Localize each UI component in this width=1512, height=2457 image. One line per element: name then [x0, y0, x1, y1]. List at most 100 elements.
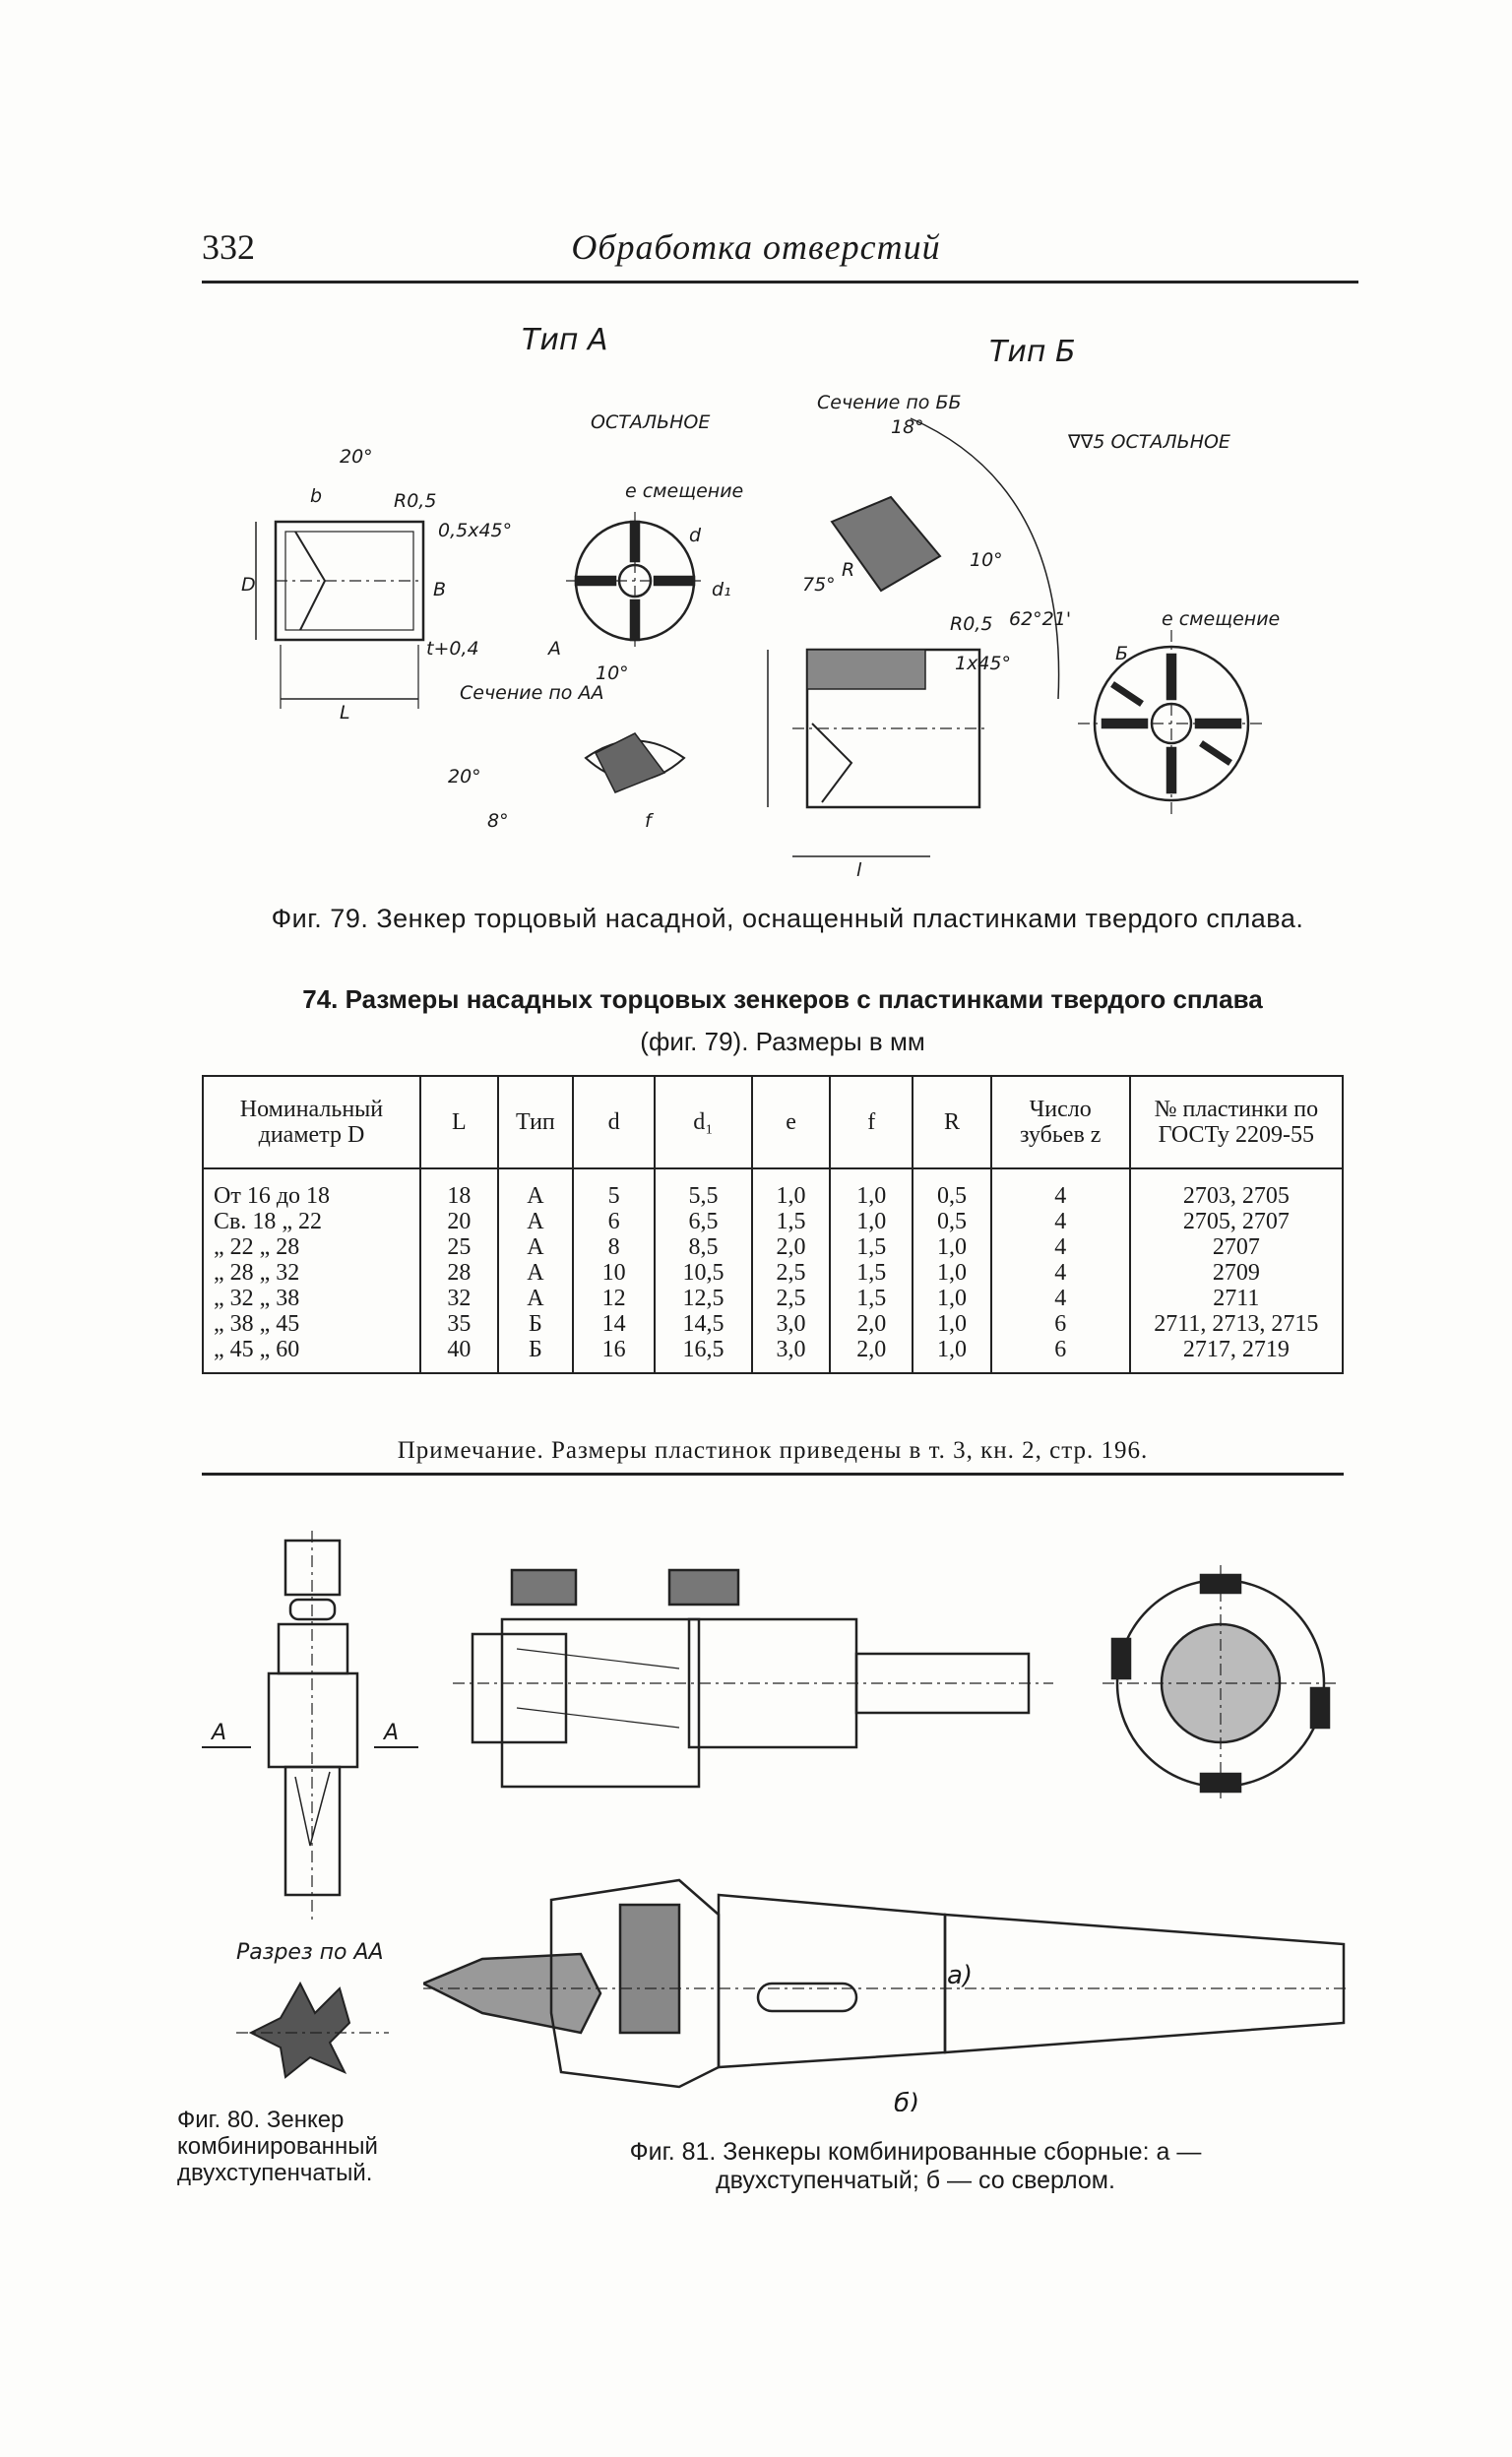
table-cell: 25 [447, 1234, 472, 1260]
table-cell: 2705, 2707 [1182, 1209, 1290, 1234]
table-cell: „ 32 „ 38 [214, 1286, 300, 1311]
table-cell: 8 [607, 1234, 620, 1260]
table-cell: 4 [1054, 1260, 1067, 1286]
table-cell: „ 38 „ 45 [214, 1311, 300, 1337]
dim-d1: d₁ [712, 579, 731, 600]
dim-18deg: 18° [891, 416, 924, 438]
table-header-row: Номинальный диаметр D L Тип d d₁ e f R Ч… [202, 1075, 1345, 1169]
col-header: e [750, 1075, 832, 1169]
col-d1: 5,5 6,5 8,5 10,5 12,5 14,5 16,5 [654, 1168, 753, 1374]
table-cell: „ 22 „ 28 [214, 1234, 300, 1260]
fig80-a-right-label: А [382, 1721, 399, 1745]
col-insert: 2703, 2705 2705, 2707 2707 2709 2711 271… [1128, 1168, 1345, 1374]
section-aa-80-label: Разрез по АА [236, 1940, 384, 1965]
table-cell: 2707 [1212, 1234, 1260, 1260]
dim-t: t+0,4 [426, 638, 479, 660]
col-L: 18 20 25 28 32 35 40 [418, 1168, 499, 1374]
table-cell: 1,5 [856, 1260, 887, 1286]
col-header: № пластинки по ГОСТу 2209-55 [1128, 1075, 1345, 1169]
rest-a-label: ОСТАЛЬНОЕ [591, 411, 710, 433]
dim-b: b [310, 485, 322, 507]
dim-62deg: 62°21' [1009, 608, 1071, 630]
table-cell: 6 [1054, 1337, 1067, 1362]
table-cell: Св. 18 „ 22 [214, 1209, 322, 1234]
dim-d: d [689, 525, 702, 546]
table-cell: А [527, 1260, 544, 1286]
type-a-label: Тип А [522, 323, 608, 357]
table-cell: 1,5 [856, 1286, 887, 1311]
fig80-a-left-label: А [210, 1721, 226, 1745]
offset-a-label: e смещение [625, 480, 743, 502]
table-cell: 2717, 2719 [1182, 1337, 1290, 1362]
col-header: d₁ [654, 1075, 753, 1169]
col-header: L [418, 1075, 499, 1169]
table-cell: 3,0 [776, 1337, 806, 1362]
table-cell: 2,0 [776, 1234, 806, 1260]
section-aa-label: Сечение по АА [460, 682, 603, 704]
table-cell: А [527, 1209, 544, 1234]
figure-80-caption: Фиг. 80. Зенкер комбинированный двухступ… [177, 2107, 378, 2186]
table-cell: 10 [601, 1260, 626, 1286]
table-cell: 5 [607, 1183, 620, 1209]
fig81-a-label: а) [947, 1961, 973, 1990]
col-header: Число зубьев z [989, 1075, 1131, 1169]
table-cell: 6 [1054, 1311, 1067, 1337]
table-cell: 12 [601, 1286, 626, 1311]
col-header: Тип [496, 1075, 575, 1169]
col-header: d [572, 1075, 657, 1169]
page-header-title: Обработка отверстий [571, 227, 941, 267]
table-cell: 20 [447, 1209, 472, 1234]
table-cell: 14 [601, 1311, 626, 1337]
table-cell: 1,5 [856, 1234, 887, 1260]
table-cell: А [527, 1286, 544, 1311]
table-cell: 2,0 [856, 1311, 887, 1337]
dim-bb: Б [1115, 643, 1128, 664]
col-header: Номинальный диаметр D [202, 1075, 421, 1169]
table-cell: 12,5 [682, 1286, 724, 1311]
table-cell: 4 [1054, 1234, 1067, 1260]
table-cell: 1,0 [856, 1183, 887, 1209]
table-cell: 4 [1054, 1209, 1067, 1234]
table-cell: 3,0 [776, 1311, 806, 1337]
table-cell: 0,5 [936, 1209, 967, 1234]
table-cell: 5,5 [688, 1183, 719, 1209]
dim-r05: R0,5 [394, 490, 436, 512]
table-cell: 2703, 2705 [1182, 1183, 1290, 1209]
table-cell: 2711, 2713, 2715 [1154, 1311, 1319, 1337]
table-cell: 1,5 [776, 1209, 806, 1234]
table-cell: 1,0 [936, 1286, 967, 1311]
col-diameter: От 16 до 18 Св. 18 „ 22 „ 22 „ 28 „ 28 „… [202, 1168, 421, 1374]
table-note: Примечание. Размеры пластинок приведены … [202, 1433, 1344, 1476]
table-cell: От 16 до 18 [214, 1183, 331, 1209]
table-74-title: 74. Размеры насадных торцовых зенкеров с… [302, 984, 1263, 1014]
dim-1x45: 1x45° [955, 653, 1011, 674]
col-teeth: 4 4 4 4 4 6 6 [989, 1168, 1131, 1374]
table-74-subtitle: (фиг. 79). Размеры в мм [640, 1027, 925, 1056]
dimensions-table: Номинальный диаметр D L Тип d d₁ e f R Ч… [202, 1075, 1345, 1374]
figure-80-drawing: А А Разрез по АА [202, 1531, 418, 2079]
col-header: f [829, 1075, 914, 1169]
dim-L: L [340, 702, 350, 724]
table-cell: 32 [447, 1286, 472, 1311]
figure-81-drawing: а) б) [423, 1565, 1349, 2111]
table-cell: 0,5 [936, 1183, 967, 1209]
table-cell: Б [528, 1337, 542, 1362]
dim-20deg: 20° [340, 446, 373, 468]
table-cell: 16,5 [682, 1337, 724, 1362]
col-e: 1,0 1,5 2,0 2,5 2,5 3,0 3,0 [750, 1168, 832, 1374]
dim-10deg-b: 10° [970, 549, 1003, 571]
dim-A: A [546, 638, 561, 660]
table-cell: „ 28 „ 32 [214, 1260, 300, 1286]
table-cell: 1,0 [776, 1183, 806, 1209]
table-cell: 1,0 [936, 1337, 967, 1362]
dim-r05-b: R0,5 [950, 613, 992, 635]
table-cell: 1,0 [936, 1234, 967, 1260]
col-d: 5 6 8 10 12 14 16 [572, 1168, 657, 1374]
table-cell: 4 [1054, 1183, 1067, 1209]
table-cell: 6 [607, 1209, 620, 1234]
table-body-row: От 16 до 18 Св. 18 „ 22 „ 22 „ 28 „ 28 „… [202, 1168, 1345, 1374]
dim-10deg: 10° [596, 662, 629, 684]
dim-8deg: 8° [487, 810, 509, 832]
table-cell: 1,0 [856, 1209, 887, 1234]
dim-75deg: 75° [802, 574, 836, 596]
